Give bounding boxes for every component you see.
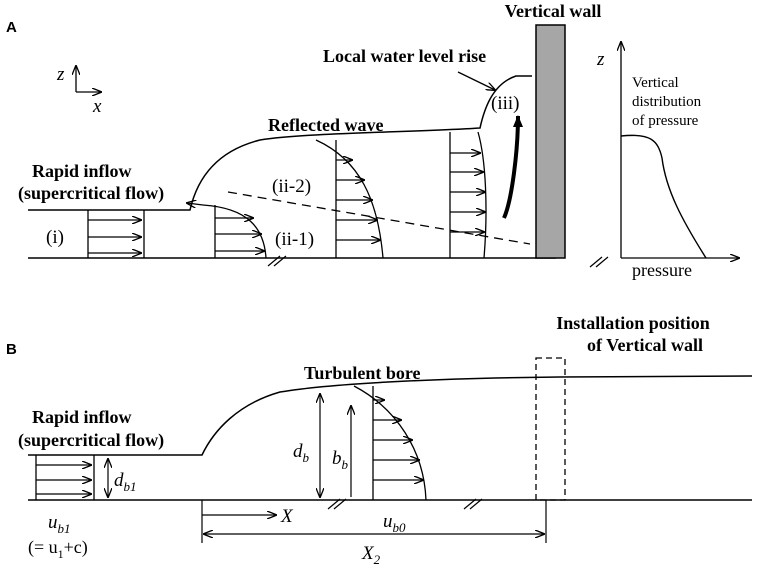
x2-label: X2: [361, 543, 381, 567]
turbulent-bore-label: Turbulent bore: [304, 363, 421, 383]
axis-z-label: z: [56, 64, 65, 85]
vertical-wall-label: Vertical wall: [505, 1, 602, 21]
inflow-profile-b: [35, 455, 95, 500]
water-surface-a: [28, 75, 532, 211]
b-b-label: bb: [332, 448, 349, 472]
u-b1-eq-label: (= u1+c): [28, 537, 88, 561]
bore-profile-b: [353, 385, 427, 501]
water-surface-b: [28, 375, 753, 456]
region-iii-label: (iii): [491, 93, 520, 114]
axis-x-label: x: [92, 96, 102, 117]
rapid-inflow-label-b-line2: (supercritical flow): [18, 430, 164, 451]
ground-hatch-a: [267, 255, 609, 268]
x-label: X: [280, 506, 294, 527]
pressure-axis-label: pressure: [632, 260, 692, 280]
install-label-line2: of Vertical wall: [587, 335, 703, 355]
region-ii-1-label: (ii-1): [275, 229, 314, 250]
install-position-box: [535, 357, 566, 501]
pressure-distribution: z Vertical distribution of pressure pres…: [596, 42, 739, 280]
pressure-desc-line1: Vertical: [632, 75, 679, 91]
region-i-label: (i): [46, 227, 64, 248]
upward-flow-arrow: [502, 115, 523, 219]
panel-a-label: A: [6, 19, 17, 36]
region-ii-2-label: (ii-2): [272, 176, 311, 197]
panel-b: B Installation position of Vertical wall…: [6, 313, 753, 567]
vertical-wall: [535, 24, 566, 259]
local-rise-arrow: [457, 71, 495, 90]
profile-i: [87, 210, 145, 258]
d-b1-label: db1: [114, 470, 137, 494]
dashed-line-a: [227, 191, 531, 245]
ground-hatch-b: [327, 498, 483, 510]
reflected-wave-label: Reflected wave: [268, 115, 383, 135]
u-b1-label: ub1: [48, 512, 71, 536]
pressure-z-label: z: [596, 49, 605, 70]
panel-b-label: B: [6, 341, 17, 358]
rapid-inflow-label-a-line1: Rapid inflow: [32, 161, 132, 181]
u-b0-label: ub0: [383, 511, 406, 535]
axis-icon: z x: [56, 64, 102, 117]
install-label-line1: Installation position: [556, 313, 710, 333]
profile-iii: [449, 131, 487, 259]
rapid-inflow-label-b-line1: Rapid inflow: [32, 407, 132, 427]
local-rise-label: Local water level rise: [323, 46, 486, 66]
rapid-inflow-label-a-line2: (supercritical flow): [18, 183, 164, 204]
pressure-desc-line3: of pressure: [632, 113, 699, 129]
profile-ii-2: [315, 139, 384, 259]
pressure-curve: [620, 134, 707, 259]
pressure-desc-line2: distribution: [632, 94, 702, 110]
panel-a: A z x: [6, 1, 739, 280]
profile-ii-1: [187, 203, 267, 259]
d-b-label: db: [293, 441, 310, 465]
